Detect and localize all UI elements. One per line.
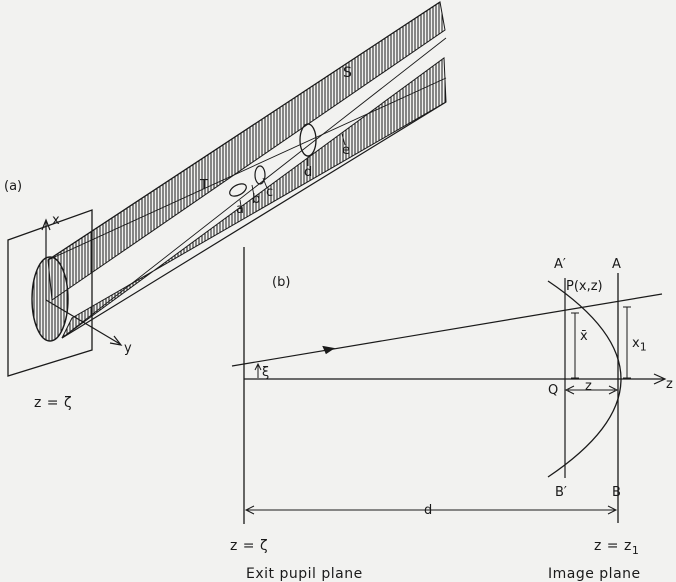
x1-label: x1 bbox=[632, 337, 647, 353]
point-A-label: A bbox=[612, 257, 621, 272]
point-P-label: P(x,z) bbox=[566, 279, 603, 294]
axis-y-a-label: y bbox=[124, 341, 132, 356]
caption-exit-pupil: Exit pupil plane bbox=[246, 566, 363, 582]
point-Q-label: Q bbox=[548, 383, 559, 398]
x1-subscript: 1 bbox=[639, 340, 647, 354]
panel-b-label: (b) bbox=[272, 275, 291, 290]
panel-a-drawing bbox=[7, 1, 447, 377]
plane-a-label: z = ζ bbox=[34, 395, 73, 411]
plane-right-text: z = z bbox=[594, 538, 632, 554]
caption-image-plane: Image plane bbox=[548, 566, 641, 582]
plane-right-label: z = z1 bbox=[594, 539, 639, 556]
axis-x-a-label: x bbox=[52, 213, 60, 228]
x1-symbol: x bbox=[632, 336, 640, 351]
pupil-ellipse bbox=[31, 256, 69, 342]
point-S-label: S bbox=[343, 65, 353, 81]
distance-d-label: d bbox=[424, 503, 433, 518]
point-e-label: e bbox=[342, 143, 350, 158]
reference-sphere-arc bbox=[547, 280, 622, 478]
point-B-label: B bbox=[612, 485, 621, 500]
point-b-label: b bbox=[252, 192, 261, 207]
ellipse-d bbox=[299, 123, 317, 157]
pupil-plane-a bbox=[7, 209, 93, 377]
point-c-label: c bbox=[266, 185, 274, 200]
point-B-prime-label: B′ bbox=[555, 485, 567, 500]
point-T-label: T bbox=[200, 178, 208, 193]
ellipse-a bbox=[229, 183, 247, 197]
point-A-prime-label: A′ bbox=[554, 257, 566, 272]
ray-bundle-upper bbox=[47, 1, 446, 301]
panel-a-label: (a) bbox=[4, 179, 23, 194]
z-distance-label: z bbox=[585, 379, 592, 394]
plane-left-label: z = ζ bbox=[230, 538, 269, 554]
ray-line bbox=[231, 293, 663, 367]
axis-z-b-label: z bbox=[666, 377, 673, 392]
point-a-label: a bbox=[236, 202, 244, 217]
plane-right-subscript: 1 bbox=[631, 543, 640, 557]
xbar-label: x̄ bbox=[580, 329, 588, 344]
xi-label: ξ bbox=[262, 365, 270, 380]
panel-b-drawing bbox=[231, 247, 667, 524]
ellipse-c bbox=[254, 165, 266, 185]
point-d-label: d bbox=[304, 165, 313, 180]
axis-y-a bbox=[45, 299, 121, 345]
